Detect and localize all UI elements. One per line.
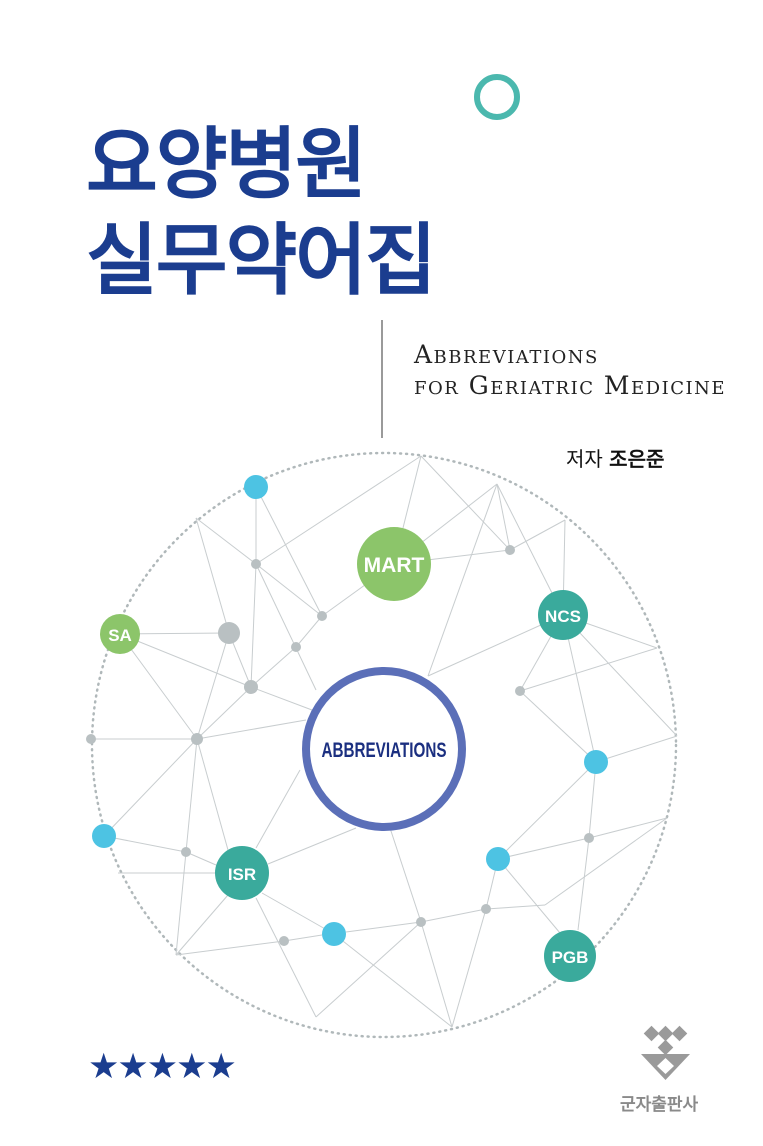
- subtitle-line-2: for Geriatric Medicine: [414, 371, 726, 400]
- node-ncs-label: NCS: [545, 607, 581, 626]
- author-label: 저자: [566, 447, 603, 471]
- dotted-outer-circle: [90, 451, 678, 1039]
- node-mart-label: MART: [364, 554, 425, 577]
- center-circle: [302, 667, 466, 831]
- teal-ring-decoration: [474, 74, 520, 120]
- node-mart: [357, 527, 431, 601]
- node-sa: [100, 614, 140, 654]
- rating-stars-icon: ★★★★★: [88, 1047, 237, 1087]
- network-gray-nodes: [86, 545, 594, 946]
- publisher-name: 군자출판사: [620, 1095, 699, 1115]
- network-cyan-nodes: [92, 475, 608, 946]
- divider-line: [381, 320, 383, 438]
- subtitle-line-1: Abbreviations: [414, 340, 599, 369]
- node-pgb: [544, 930, 596, 982]
- node-isr: [215, 846, 269, 900]
- title-line-2: 실무약어집: [86, 216, 437, 306]
- center-label: ABBREVIATIONS: [322, 739, 447, 762]
- node-pgb-label: PGB: [552, 948, 589, 967]
- title-line-1: 요양병원: [86, 120, 367, 210]
- author-name: 조은준: [609, 447, 665, 471]
- node-ncs: [538, 590, 588, 640]
- author: 저자 조은준: [566, 443, 664, 472]
- node-sa-label: SA: [108, 626, 132, 645]
- node-isr-label: ISR: [228, 865, 256, 884]
- publisher-logo-icon: [641, 1025, 690, 1080]
